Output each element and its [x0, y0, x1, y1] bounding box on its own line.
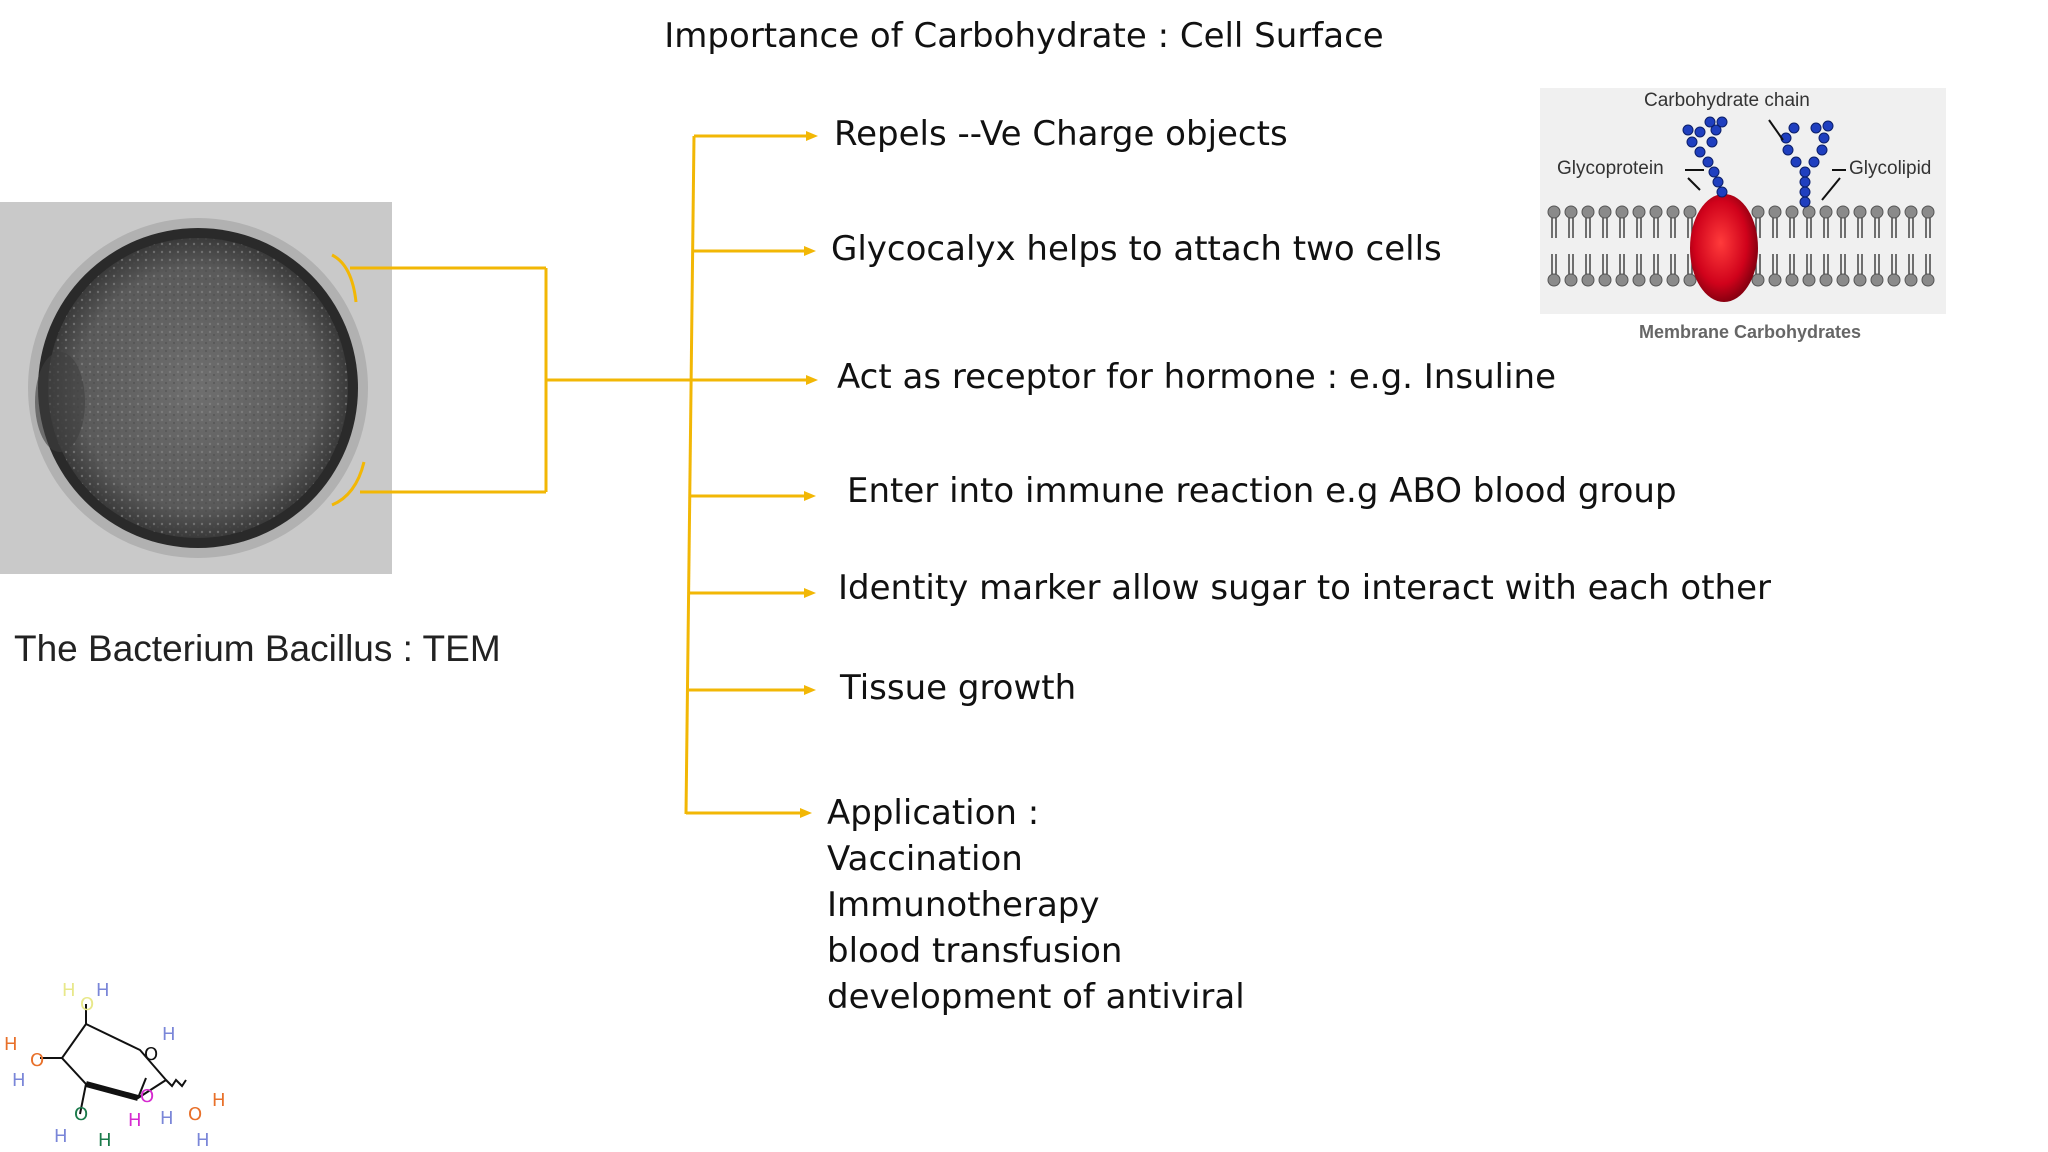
hydrogen-atom: H [212, 1090, 226, 1111]
membrane-caption: Membrane Carbohydrates [1638, 322, 1862, 342]
point-identity-marker: Identity marker allow sugar to interact … [838, 568, 1771, 608]
application-item: Vaccination [827, 839, 1023, 879]
hydrogen-atom: H [54, 1126, 68, 1147]
label-carbohydrate-chain: Carbohydrate chain [1644, 90, 1810, 111]
glucose-structure: O O H H O H H H O H H O H H O H H [4, 980, 226, 1151]
oxygen-atom: O [74, 1104, 88, 1125]
membrane-figure: Carbohydrate chain Glycoprotein Glycolip… [1540, 88, 1946, 314]
micrograph-drawing [0, 202, 392, 574]
glycoprotein-shape [1690, 194, 1758, 302]
oxygen-atom: O [80, 994, 94, 1015]
arrowhead-7 [800, 808, 812, 818]
micrograph-caption: The Bacterium Bacillus : TEM [14, 628, 501, 669]
point-immune-reaction: Enter into immune reaction e.g ABO blood… [847, 471, 1677, 511]
hydrogen-atom: H [128, 1110, 142, 1131]
cell-bracket-top [331, 253, 358, 303]
label-glycolipid: Glycolipid [1849, 158, 1932, 179]
carbohydrate-chain-left [1682, 116, 1728, 198]
arrowhead-2 [804, 246, 816, 256]
main-trunk [684, 135, 696, 815]
cell-bracket-bottom [331, 461, 366, 507]
arrowhead-5 [804, 588, 816, 598]
arrowhead-1 [806, 131, 818, 141]
application-list: Application : Vaccination Immunotherapy … [827, 790, 1245, 1020]
label-arrows [1685, 119, 1846, 201]
hydrogen-atom: H [160, 1108, 174, 1129]
hydrogen-atom: H [98, 1130, 112, 1151]
lipid-bilayer [1547, 205, 1935, 287]
point-hormone-receptor: Act as receptor for hormone : e.g. Insul… [837, 357, 1556, 397]
arrowhead-4 [804, 491, 816, 501]
point-tissue-growth: Tissue growth [840, 668, 1077, 708]
membrane-drawing [1547, 116, 1935, 302]
hydrogen-atom: H [96, 980, 110, 1001]
ring-oxygen: O [144, 1044, 158, 1065]
point-glycocalyx: Glycocalyx helps to attach two cells [831, 229, 1442, 269]
bacterium-micrograph [0, 202, 392, 574]
hydrogen-atom: H [62, 980, 76, 1001]
oxygen-atom: O [30, 1050, 44, 1071]
application-item: blood transfusion [827, 931, 1123, 971]
application-item: Immunotherapy [827, 885, 1100, 925]
carbohydrate-chain-right [1780, 120, 1834, 208]
point-repels-charge: Repels --Ve Charge objects [834, 114, 1288, 154]
lipid-tails [1551, 218, 1931, 274]
arrowhead-3 [806, 375, 818, 385]
application-item: development of antiviral [827, 977, 1245, 1017]
oxygen-atom: O [140, 1086, 154, 1107]
arrowhead-6 [804, 685, 816, 695]
hydrogen-atom: H [162, 1024, 176, 1045]
hydrogen-atom: H [12, 1070, 26, 1091]
application-heading: Application : [827, 793, 1040, 833]
oxygen-atom: O [188, 1104, 202, 1125]
label-glycoprotein: Glycoprotein [1557, 158, 1664, 179]
slide-title: Importance of Carbohydrate : Cell Surfac… [664, 16, 1384, 56]
hydrogen-atom: H [4, 1034, 18, 1055]
hydrogen-atom: H [196, 1130, 210, 1151]
